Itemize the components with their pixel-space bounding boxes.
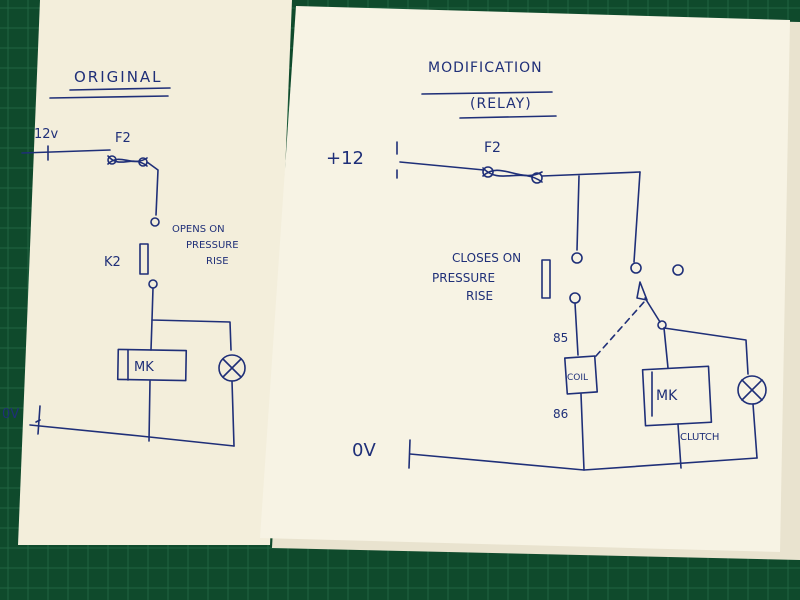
modification-supply-label: +12	[326, 148, 364, 169]
modification-subtitle-underline	[459, 115, 557, 119]
modification-switch-note-line2: PRESSURE	[432, 271, 495, 285]
original-fuse-symbol	[107, 155, 148, 167]
original-title-underline-2	[49, 95, 169, 99]
modification-ground-wire	[409, 453, 758, 471]
modification-relay-coil	[563, 355, 599, 395]
modification-lamp-to-ground	[752, 403, 758, 459]
modification-coil-to-ground	[580, 393, 585, 471]
modification-relay-linkage	[595, 301, 645, 357]
original-diagram: ORIGINAL 12v F2 K2 OPENS ON PRESSURE RIS…	[2, 68, 246, 447]
original-title: ORIGINAL	[74, 68, 163, 86]
original-mk-load	[116, 348, 188, 382]
modification-mk-to-ground	[677, 423, 682, 469]
modification-load-label: MK	[656, 388, 678, 404]
modification-coil-pin-top: 85	[553, 331, 568, 345]
modification-relay-contacts	[630, 262, 684, 330]
right-paper-sheet	[260, 6, 800, 560]
modification-wire-to-pressure-switch	[576, 175, 580, 251]
original-ground-label: 0V	[2, 407, 19, 422]
modification-switch-note-line3: RISE	[466, 289, 493, 303]
original-lamp-to-ground	[231, 380, 235, 447]
modification-fuse-label: F2	[484, 140, 501, 156]
original-ground-terminal	[35, 405, 41, 435]
modification-fuse-output-wire	[541, 171, 641, 177]
modification-title: MODIFICATION	[428, 60, 543, 76]
modification-coil-label: COIL	[567, 373, 588, 383]
original-supply-wire	[21, 149, 111, 154]
modification-wire-to-relay-common	[633, 171, 641, 263]
original-switch-note-line2: PRESSURE	[186, 240, 239, 251]
modification-title-underline	[421, 91, 553, 95]
modification-subtitle: (RELAY)	[470, 96, 532, 112]
original-load-label: MK	[134, 360, 154, 375]
original-wire-to-lamp	[151, 287, 232, 351]
modification-coil-pin-bottom: 86	[553, 407, 568, 421]
modification-clutch-label: CLUTCH	[680, 432, 719, 443]
modification-diagram: MODIFICATION (RELAY) +12 F2 CLOSES ON PR…	[326, 60, 767, 471]
original-wire-to-mk	[150, 319, 153, 351]
modification-supply-wire	[399, 161, 485, 171]
original-supply-label: 12v	[34, 127, 59, 142]
modification-wire-to-lamp	[663, 327, 749, 375]
modification-switch-note-line1: CLOSES ON	[452, 251, 521, 265]
modification-pressure-switch	[541, 252, 583, 304]
original-fuse-label: F2	[115, 131, 131, 146]
original-switch-note-line1: OPENS ON	[172, 224, 225, 235]
left-paper-sheet	[18, 0, 292, 545]
original-ground-wire	[29, 424, 235, 447]
original-switch-note-line3: RISE	[206, 256, 229, 267]
original-mk-to-ground	[148, 380, 151, 442]
modification-wire-to-mk	[663, 327, 669, 369]
original-wire-to-switch	[146, 161, 159, 216]
original-title-underline	[69, 87, 171, 91]
original-switch-label: K2	[104, 255, 121, 270]
modification-lamp-icon	[737, 375, 767, 405]
modification-wire-to-coil	[574, 302, 579, 356]
modification-fuse-symbol	[482, 166, 543, 184]
modification-ground-label: 0V	[352, 440, 376, 461]
